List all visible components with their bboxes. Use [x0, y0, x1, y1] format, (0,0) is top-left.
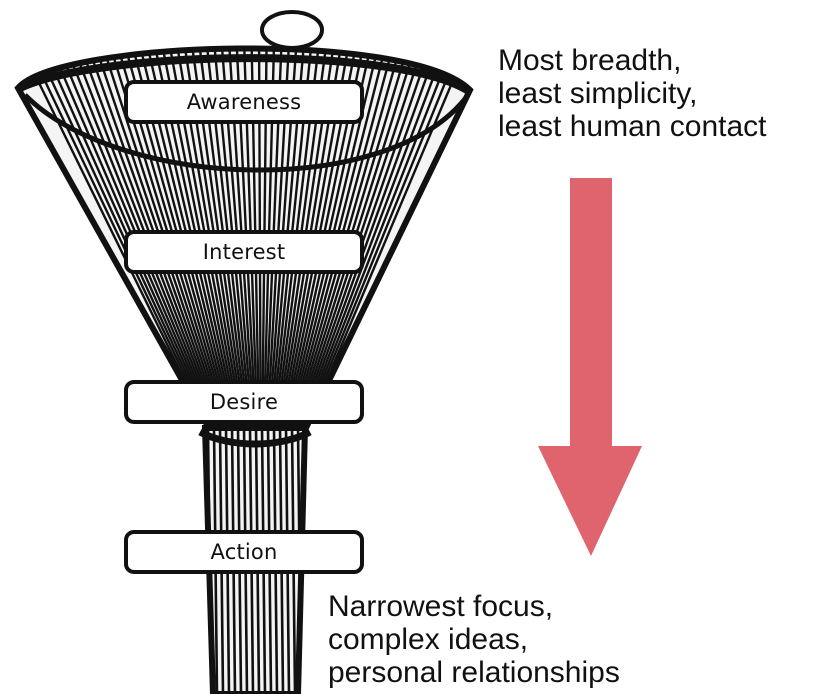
stage-interest: Interest — [124, 230, 364, 274]
top-note-line-1: Most breadth, — [498, 44, 767, 77]
top-note: Most breadth, least simplicity, least hu… — [498, 44, 767, 143]
down-arrow-icon — [520, 178, 660, 558]
bottom-note-line-3: personal relationships — [328, 656, 620, 689]
bottom-note: Narrowest focus, complex ideas, personal… — [328, 590, 620, 689]
top-note-line-2: least simplicity, — [498, 77, 767, 110]
stage-action: Action — [124, 530, 364, 574]
bottom-note-line-2: complex ideas, — [328, 623, 620, 656]
stage-awareness: Awareness — [124, 80, 364, 124]
stage-desire: Desire — [124, 380, 364, 424]
funnel-knob — [262, 12, 322, 48]
top-note-line-3: least human contact — [498, 110, 767, 143]
bottom-note-line-1: Narrowest focus, — [328, 590, 620, 623]
